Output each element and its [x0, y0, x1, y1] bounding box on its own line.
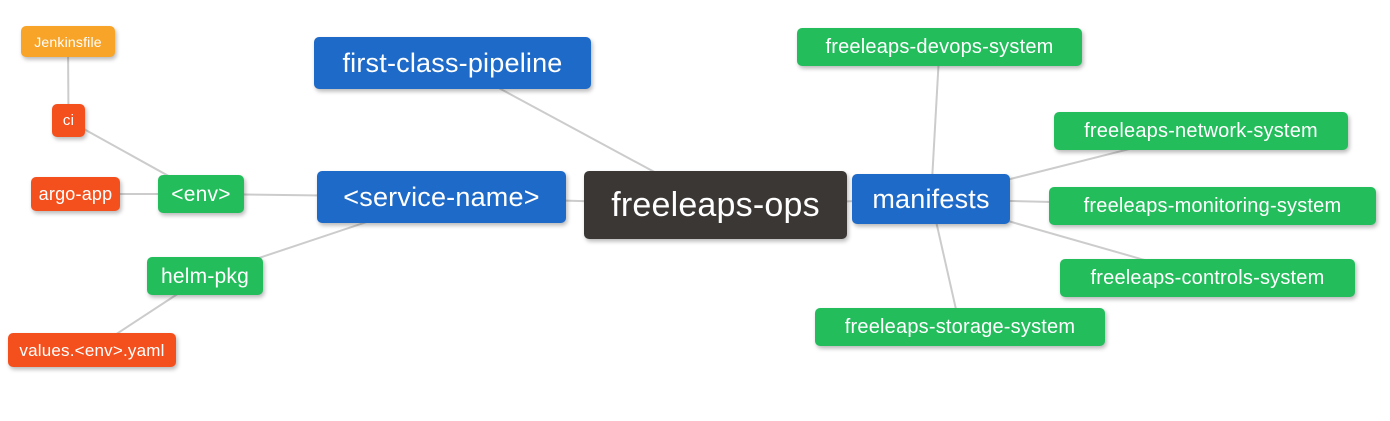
- node-storage-system[interactable]: freeleaps-storage-system: [815, 308, 1105, 346]
- node-network-system[interactable]: freeleaps-network-system: [1054, 112, 1348, 150]
- node-service-name[interactable]: <service-name>: [317, 171, 566, 223]
- node-first-class-pipeline[interactable]: first-class-pipeline: [314, 37, 591, 89]
- node-helm-pkg[interactable]: helm-pkg: [147, 257, 263, 295]
- node-ci[interactable]: ci: [52, 104, 85, 137]
- node-manifests[interactable]: manifests: [852, 174, 1010, 224]
- node-values-env-yaml[interactable]: values.<env>.yaml: [8, 333, 176, 367]
- node-devops-system[interactable]: freeleaps-devops-system: [797, 28, 1082, 66]
- node-monitoring-system[interactable]: freeleaps-monitoring-system: [1049, 187, 1376, 225]
- node-jenkinsfile[interactable]: Jenkinsfile: [21, 26, 115, 57]
- node-freeleaps-ops[interactable]: freeleaps-ops: [584, 171, 847, 239]
- node-argo-app[interactable]: argo-app: [31, 177, 120, 211]
- node-controls-system[interactable]: freeleaps-controls-system: [1060, 259, 1355, 297]
- node-env[interactable]: <env>: [158, 175, 244, 213]
- edge-manifests-devops-system: [930, 46, 941, 200]
